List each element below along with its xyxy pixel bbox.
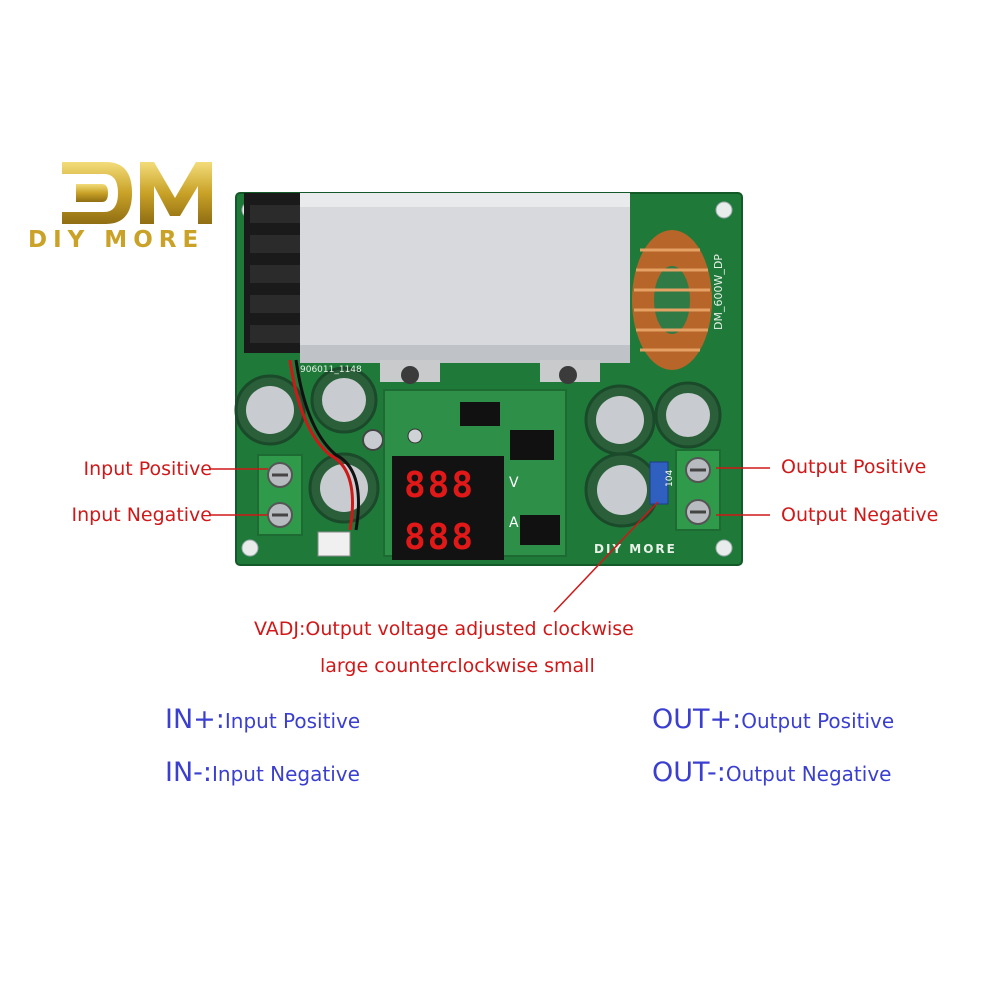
mount-hole — [715, 201, 733, 219]
current-unit: A — [509, 515, 519, 531]
voltage-unit: V — [509, 475, 519, 491]
voltage-digits: 888 — [404, 465, 475, 506]
vadj-potentiometer: 104 — [649, 461, 675, 505]
callout-vadj-line2: large counterclockwise small — [320, 655, 595, 677]
legend-in-plus-desc: Input Positive — [224, 709, 361, 733]
cooling-fan — [244, 193, 308, 353]
callout-output-negative: Output Negative — [781, 504, 939, 526]
legend-out-minus: OUT-:Output Negative — [652, 757, 891, 788]
voltage-display — [392, 456, 504, 508]
legend-in-plus-code: IN+: — [165, 704, 225, 735]
silk-code: 906011_1148 — [300, 365, 362, 375]
legend-in-minus-desc: Input Negative — [212, 762, 360, 786]
callout-vadj-line1: VADJ:Output voltage adjusted clockwise — [254, 618, 634, 640]
capacitors — [234, 366, 722, 528]
current-display — [392, 508, 504, 560]
callout-input-negative: Input Negative — [71, 504, 212, 526]
legend-in-minus: IN-:Input Negative — [165, 757, 360, 788]
legend-out-minus-code: OUT-: — [652, 757, 726, 788]
silk-brand: DIY MORE — [594, 542, 677, 556]
fan-connector — [317, 531, 351, 557]
heatsink — [300, 193, 630, 384]
silk-model: DM_600W_DP — [712, 254, 725, 330]
legend-in-plus: IN+:Input Positive — [165, 704, 360, 735]
current-digits: 888 — [404, 517, 475, 558]
mount-hole — [715, 539, 733, 557]
diymore-logo-icon — [62, 162, 212, 224]
inductor — [632, 230, 712, 370]
callout-output-positive: Output Positive — [781, 456, 927, 478]
svg-text:104: 104 — [665, 470, 675, 487]
legend-out-plus-desc: Output Positive — [741, 709, 895, 733]
legend-out-minus-desc: Output Negative — [725, 762, 892, 786]
mount-hole — [241, 539, 259, 557]
input-terminal-block — [257, 454, 303, 536]
callout-lines — [210, 467, 770, 613]
legend-out-plus-code: OUT+: — [652, 704, 742, 735]
brand-name: DIY MORE — [28, 227, 205, 253]
legend-in-minus-code: IN-: — [165, 757, 212, 788]
legend-out-plus: OUT+:Output Positive — [652, 704, 894, 735]
output-terminal-block — [675, 449, 721, 531]
callout-input-positive: Input Positive — [83, 458, 212, 480]
